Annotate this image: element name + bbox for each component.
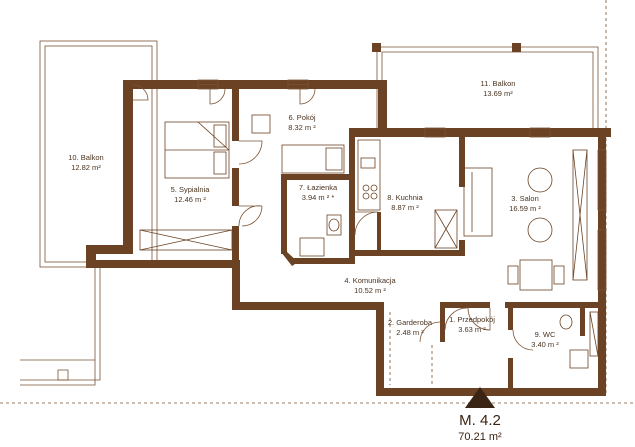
kitchen-fixtures — [357, 139, 458, 249]
room-name-balkon-11: 11. Balkon — [481, 79, 516, 88]
room-area-komunikacja: 10.52 m ² — [354, 286, 386, 295]
apartment-number: M. 4.2 — [459, 412, 501, 429]
apartment-area: 70.21 m² — [458, 431, 502, 443]
room-name-przedpokoj: 1. Przedpokój — [449, 315, 495, 324]
wc-fixtures — [559, 311, 599, 369]
pokoj-furniture — [251, 114, 345, 174]
room-name-garderoba: 2. Garderoba — [388, 318, 433, 327]
room-area-wc: 3.40 m ² — [531, 340, 559, 349]
room-area-pokoj: 8.32 m ² — [288, 123, 316, 132]
room-area-garderoba: 2.48 m ² — [396, 328, 424, 337]
room-name-sypialnia: 5. Sypialnia — [171, 185, 211, 194]
room-area-sypialnia: 12.46 m ² — [174, 195, 206, 204]
room-area-salon: 16.59 m ² — [509, 204, 541, 213]
entrance-arrow-icon — [465, 387, 495, 408]
garderoba-shelves — [389, 312, 433, 385]
walls — [86, 80, 611, 396]
room-area-przedpokoj: 3.63 m ² — [458, 325, 486, 334]
bathroom-fixtures — [299, 214, 342, 257]
salon-furniture — [463, 149, 588, 291]
room-area-balkon-10: 12.82 m² — [71, 163, 101, 172]
exterior-lines — [20, 262, 101, 386]
windows — [197, 79, 607, 291]
room-labels: 10. Balkon 12.82 m² 6. Pokój 8.32 m ² 11… — [68, 79, 559, 349]
room-area-balkon-11: 13.69 m² — [483, 89, 513, 98]
room-name-salon: 3. Salon — [511, 194, 539, 203]
room-name-kuchnia: 8. Kuchnia — [387, 193, 423, 202]
room-name-pokoj: 6. Pokój — [288, 113, 315, 122]
doors — [132, 84, 534, 351]
room-name-balkon-10: 10. Balkon — [68, 153, 103, 162]
room-area-kuchnia: 8.87 m ² — [391, 203, 419, 212]
room-area-lazienka: 3.94 m ² * — [302, 193, 335, 202]
room-name-wc: 9. WC — [535, 330, 556, 339]
room-name-lazienka: 7. Łazienka — [299, 183, 338, 192]
room-name-komunikacja: 4. Komunikacja — [344, 276, 396, 285]
bedroom-furniture — [139, 121, 233, 251]
